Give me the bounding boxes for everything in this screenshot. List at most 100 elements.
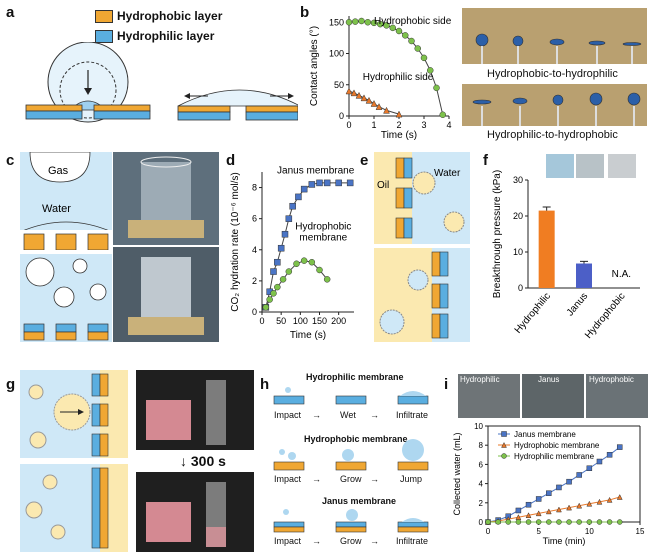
photo-b-bottom-frames (472, 92, 641, 126)
y-tick-label: 100 (329, 49, 344, 59)
h-step-0-1: Wet (340, 410, 356, 420)
panel-c-photo-top (113, 152, 219, 245)
data-point (546, 490, 552, 496)
photo-i-label-0: Hydrophilic (460, 375, 500, 384)
bar-annotation-na: N.A. (612, 269, 631, 280)
data-point (395, 27, 403, 35)
data-point (515, 519, 522, 525)
block-b1 (23, 323, 45, 333)
panel-g-diagram (20, 370, 128, 552)
block-b1-bottom (23, 331, 45, 341)
h-title-1: Hydrophobic membrane (304, 434, 408, 444)
panel-e-letter: e (360, 152, 369, 169)
interface-line (20, 221, 112, 233)
data-point (576, 519, 582, 525)
panel-a-diagram (25, 42, 298, 123)
block-b3-bottom (87, 331, 109, 341)
data-point (566, 504, 572, 511)
data-point (300, 257, 308, 264)
y-tick-label: 30 (513, 175, 523, 185)
h-step-0-2: Infiltrate (396, 410, 429, 420)
time-arrow-label: ↓ 300 s (180, 453, 226, 469)
data-point (370, 19, 378, 27)
x-tick-label: 10 (585, 527, 594, 536)
gas-label: Gas (48, 165, 69, 177)
membrane-hydrophobic-left (25, 104, 83, 112)
y-tick-label: 8 (252, 183, 257, 193)
data-point (274, 283, 281, 291)
data-point (270, 290, 277, 297)
panel-h-letter: h (260, 376, 270, 393)
data-point (293, 260, 300, 268)
h-step-2-1: Grow (340, 536, 362, 546)
membrane-hydrophilic-right (93, 110, 151, 120)
water-droplet-2 (379, 309, 405, 335)
data-point (360, 94, 368, 102)
block-b2-bottom (55, 331, 77, 341)
y-tick-label: 4 (252, 245, 257, 255)
h-title-2: Janus membrane (322, 496, 397, 506)
data-point (375, 103, 383, 110)
data-point (308, 258, 316, 266)
data-point (616, 519, 623, 525)
series-label-hydrophobic: Hydrophobic side (374, 16, 452, 27)
data-point (300, 185, 308, 193)
data-point (350, 89, 358, 97)
data-point (606, 519, 613, 525)
x-tick-label: 15 (636, 527, 645, 536)
oil-droplet-1 (412, 171, 436, 195)
data-point (535, 496, 542, 502)
bar-janus (576, 263, 592, 288)
panel-d-letter: d (226, 152, 236, 169)
data-point (295, 193, 302, 201)
data-point (285, 268, 293, 275)
panel-c-diagram: Gas Water (20, 152, 112, 342)
series-label-janus: Janus membrane (277, 166, 355, 177)
data-point (616, 444, 623, 450)
x-tick-label: 0 (486, 527, 491, 536)
series-1 (345, 87, 403, 118)
arrow-right-head (288, 93, 294, 99)
h-step-2-0: Impact (274, 536, 302, 546)
photo-g-top-apparatus (146, 380, 226, 445)
block-2 (55, 233, 77, 251)
membrane-r-hydrophobic-right (245, 105, 298, 113)
x-tick-label: 4 (446, 120, 451, 130)
panel-a-letter: a (6, 4, 15, 21)
membrane-r-hydrophilic-right (245, 111, 298, 121)
y-tick-label: 20 (513, 211, 523, 221)
data-point (586, 519, 593, 525)
caption-hydrophilic-to-hydrophobic: Hydrophilic-to-hydrophobic (487, 129, 618, 141)
oil-label: Oil (377, 180, 389, 191)
panel-f-letter: f (483, 152, 488, 169)
h-title-0: Hydrophilic membrane (306, 372, 404, 382)
data-point (495, 519, 501, 525)
x-tick-label: 200 (331, 316, 346, 326)
y-axis-label: Breakthrough pressure (kPa) (492, 170, 503, 298)
data-point (383, 106, 390, 114)
series-label-hydrophobic-2: membrane (299, 233, 347, 244)
h-membranes (273, 387, 429, 533)
legend-text-2: Hydrophilic membrane (514, 452, 595, 461)
data-point (566, 519, 572, 525)
y-tick-label: 50 (334, 80, 344, 90)
bubble-2 (72, 258, 88, 274)
series-1 (485, 493, 623, 525)
x-tick-label: 5 (536, 527, 541, 536)
photo-i-label-2: Hydrophobic (589, 375, 634, 384)
water-droplet-1 (407, 269, 429, 291)
data-point (266, 296, 273, 303)
membrane-hydrophobic-right (93, 104, 151, 112)
data-point (285, 215, 293, 222)
y-axis-label: Collected water (mL) (452, 432, 462, 515)
h-step-0-0: Impact (274, 410, 302, 420)
data-point (545, 508, 552, 515)
block-b2 (55, 323, 77, 333)
panel-c-photo-bottom (113, 247, 219, 342)
data-point (316, 179, 323, 187)
data-point (525, 519, 532, 525)
y-tick-label: 0 (518, 283, 523, 293)
series-label-hydrophobic-1: Hydrophobic (295, 222, 351, 233)
y-tick-label: 150 (329, 17, 344, 27)
